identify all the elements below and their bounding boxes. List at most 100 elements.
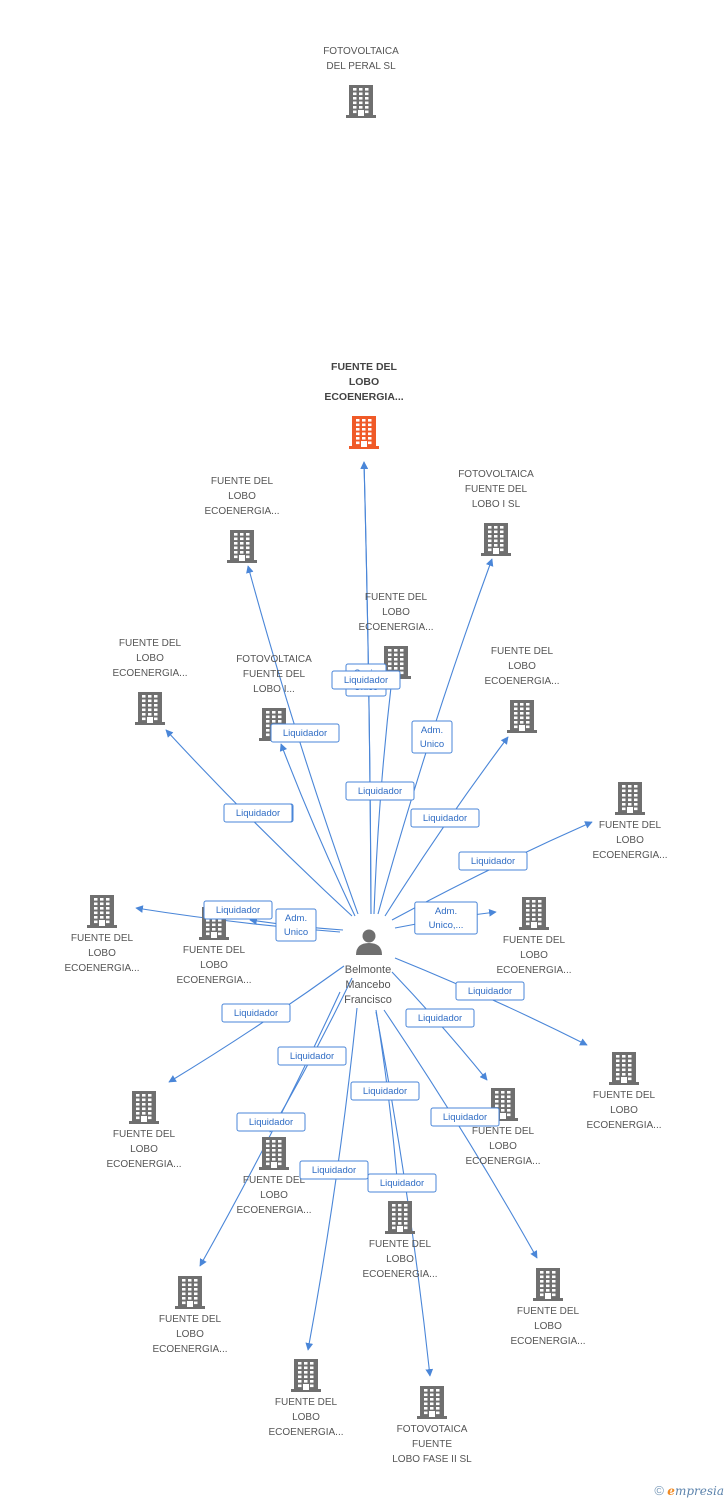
relationship-label-text: Liquidador (423, 813, 467, 824)
building-icon (488, 1088, 518, 1121)
company-node-label: FUENTE DEL (465, 484, 528, 495)
building-icon (533, 1268, 563, 1301)
relationship-label[interactable]: Liquidador (350, 1081, 420, 1101)
relationship-label-text: Unico,... (429, 920, 464, 931)
company-node-label: FUENTE DEL (593, 1090, 656, 1101)
company-node-label: ECOENERGIA... (324, 391, 403, 403)
company-node-label: FUENTE DEL (491, 646, 554, 657)
relationship-label-text: Liquidador (418, 1013, 462, 1024)
relationship-label[interactable]: Liquidador (458, 851, 528, 871)
relationship-label-box (221, 1003, 291, 1023)
relationship-label[interactable]: Liquidador (430, 1107, 500, 1127)
relationship-label-text: Liquidador (236, 808, 280, 819)
relationship-label[interactable]: Adm.Unico (411, 720, 453, 754)
relationship-label-text: Liquidador (363, 1086, 407, 1097)
company-node-label: FUENTE DEL (113, 1129, 176, 1140)
relationship-label[interactable]: Liquidador (236, 1112, 306, 1132)
company-node-label: ECOENERGIA... (268, 1427, 343, 1438)
company-node-n18[interactable]: FUENTE DELLOBOECOENERGIA... (268, 1359, 344, 1438)
company-node-n14[interactable]: FUENTE DELLOBOECOENERGIA... (236, 1137, 312, 1216)
relationship-label-text: Liquidador (468, 986, 512, 997)
relationship-label-text: Liquidador (312, 1165, 356, 1176)
company-node-n13[interactable]: FUENTE DELLOBOECOENERGIA... (465, 1088, 541, 1167)
company-node-label: FUENTE DEL (71, 933, 134, 944)
building-icon (481, 523, 511, 556)
building-icon (349, 416, 379, 449)
relationship-label[interactable]: Liquidador (410, 808, 480, 828)
company-node-label: LOBO (349, 376, 379, 388)
company-node-n16[interactable]: FUENTE DELLOBOECOENERGIA... (510, 1268, 586, 1347)
relationship-label-text: Liquidador (358, 786, 402, 797)
company-node-n4[interactable]: FUENTE DELLOBOECOENERGIA... (112, 638, 188, 725)
relationship-label[interactable]: Liquidador (299, 1160, 369, 1180)
relationship-label[interactable]: Liquidador (277, 1046, 347, 1066)
company-node-label: LOBO I SL (472, 499, 521, 510)
company-node-label: LOBO (292, 1412, 320, 1423)
edge-line-n4 (165, 729, 353, 917)
company-node-label: FUENTE DEL (472, 1126, 535, 1137)
company-node-n12[interactable]: FUENTE DELLOBOECOENERGIA... (106, 1091, 182, 1170)
company-node-label: ECOENERGIA... (484, 676, 559, 687)
relationship-label[interactable]: Liquidador (455, 981, 525, 1001)
relationship-label-text: Liquidador (344, 675, 388, 686)
relationship-label-box (331, 670, 401, 690)
relationship-label[interactable]: Liquidador (221, 1003, 291, 1023)
company-node-label: ECOENERGIA... (64, 963, 139, 974)
company-node-label: FUENTE DEL (365, 592, 428, 603)
relationship-label-box (405, 1008, 475, 1028)
company-node-label: ECOENERGIA... (592, 850, 667, 861)
company-node-label: FUENTE DEL (119, 638, 182, 649)
company-node-n10[interactable]: FUENTE DELLOBOECOENERGIA... (496, 897, 572, 976)
relationship-label[interactable]: Liquidador (367, 1173, 437, 1193)
person-name-label: Francisco (344, 994, 392, 1006)
building-icon (259, 1137, 289, 1170)
person-name-label: Mancebo (345, 979, 390, 991)
company-node-label: LOBO (130, 1144, 158, 1155)
edge-line-n19 (375, 1011, 434, 1377)
building-icon (519, 897, 549, 930)
relationship-label-text: Liquidador (290, 1051, 334, 1062)
company-node-label: FUENTE DEL (183, 945, 246, 956)
company-node-n8[interactable]: FUENTE DELLOBOECOENERGIA... (64, 895, 140, 974)
relationship-label-box (270, 723, 340, 743)
company-node-label: ECOENERGIA... (176, 975, 251, 986)
relationship-label[interactable]: Liquidador (331, 670, 401, 690)
relationship-label-box (345, 781, 415, 801)
company-node-label: FOTOVOLTAICA (236, 654, 312, 665)
relationship-label-text: Adm. (435, 906, 457, 917)
building-icon (87, 895, 117, 928)
company-node-n17[interactable]: FUENTE DELLOBOECOENERGIA... (152, 1276, 228, 1355)
building-icon (227, 530, 257, 563)
building-icon (175, 1276, 205, 1309)
relationship-label[interactable]: Liquidador (203, 900, 273, 920)
building-icon (615, 782, 645, 815)
company-node-n11[interactable]: FUENTE DELLOBOECOENERGIA... (586, 1052, 662, 1131)
company-node-label: FUENTE DEL (599, 820, 662, 831)
footer-brand[interactable]: © empresia (654, 1483, 724, 1498)
relationship-label[interactable]: Adm. Unico,... (414, 901, 478, 935)
building-icon (385, 1201, 415, 1234)
company-node-label: LOBO (508, 661, 536, 672)
relationship-label[interactable]: Liquidador (345, 781, 415, 801)
company-node-label: ECOENERGIA... (152, 1344, 227, 1355)
company-node-n7[interactable]: FUENTE DELLOBOECOENERGIA... (592, 782, 668, 861)
relationship-label-box (367, 1173, 437, 1193)
relationship-label[interactable]: Liquidador (405, 1008, 475, 1028)
company-node-label: LOBO FASE II SL (392, 1454, 472, 1465)
company-node-n6[interactable]: FUENTE DEL LOBO ECOENERGIA... (484, 646, 560, 733)
relationship-label[interactable]: Adm.Unico (275, 908, 317, 942)
relationship-label-box (277, 1046, 347, 1066)
relationship-label-text: Unico (420, 739, 444, 750)
relationship-label-box (458, 851, 528, 871)
relationship-label[interactable]: Liquidador (223, 803, 293, 823)
relationship-label[interactable]: Liquidador (270, 723, 340, 743)
company-node-n1[interactable]: FUENTE DELLOBOECOENERGIA... (204, 476, 280, 563)
company-node-focus[interactable]: FUENTE DELLOBOECOENERGIA... (324, 361, 404, 449)
company-node-label: FUENTE DEL (243, 1175, 306, 1186)
edge-labels-layer: SocioÚnicoLiquidadorLiquidadorAdm.UnicoL… (203, 663, 528, 1193)
company-node-n15[interactable]: FUENTE DELLOBOECOENERGIA... (362, 1201, 438, 1280)
